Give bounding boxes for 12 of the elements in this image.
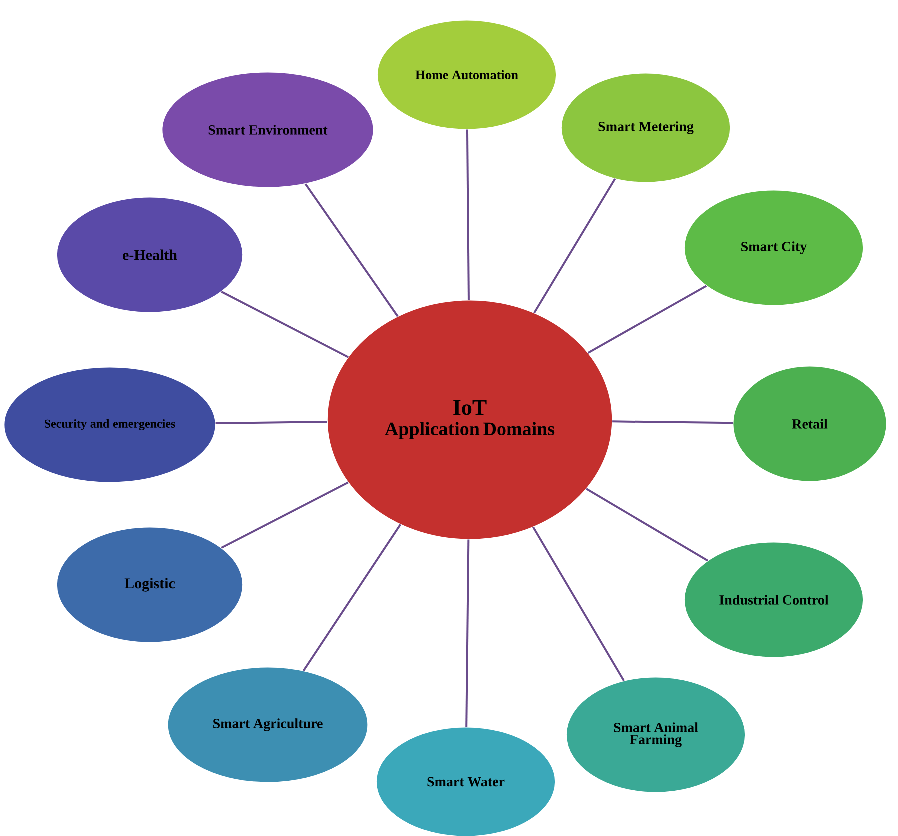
connector-line [466, 540, 470, 728]
connector-line [221, 482, 349, 549]
connector-line [532, 526, 625, 682]
connector-line [466, 130, 470, 300]
connector-line [302, 524, 402, 672]
connector-line [304, 183, 399, 318]
connector-line [534, 178, 616, 314]
connector-line [588, 285, 708, 354]
connector-line [221, 291, 349, 358]
connector-line [216, 420, 328, 425]
connector-line [612, 420, 734, 424]
connector-line [586, 488, 708, 562]
